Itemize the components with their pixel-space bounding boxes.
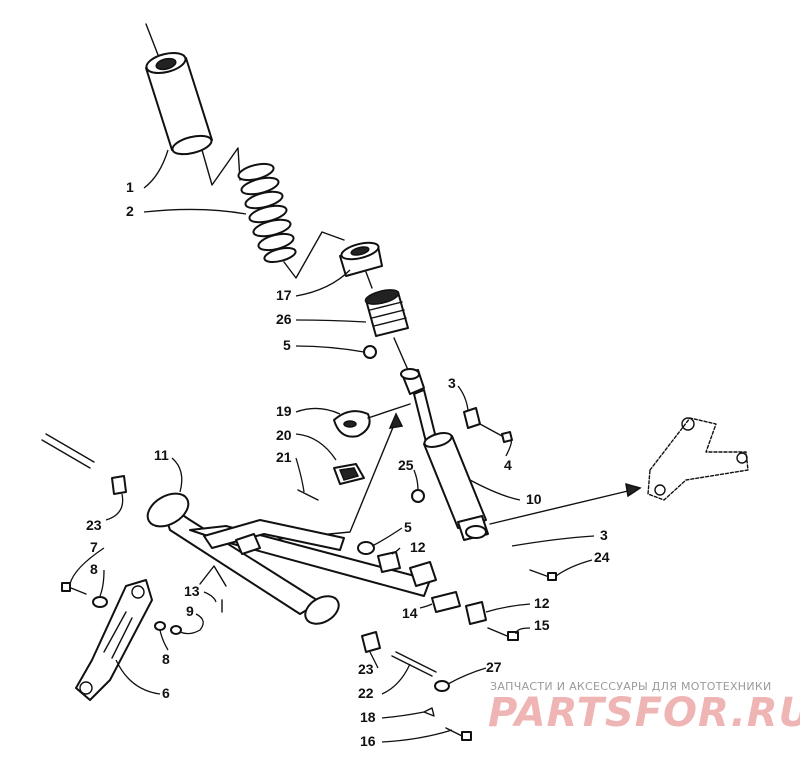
callout-16: 16 <box>360 733 376 749</box>
watermark: ЗАПЧАСТИ И АКСЕССУАРЫ ДЛЯ МОТОТЕХНИКИ PA… <box>488 680 800 736</box>
callout-17: 17 <box>276 287 292 303</box>
callout-8b: 8 <box>162 651 170 667</box>
callout-21: 21 <box>276 449 292 465</box>
washer-8-upper <box>92 596 108 608</box>
leader-lines <box>69 149 595 743</box>
washer-27 <box>434 680 450 692</box>
pin-22 <box>391 651 437 677</box>
washer-8-lower <box>154 621 166 631</box>
callout-26: 26 <box>276 311 292 327</box>
callout-19: 19 <box>276 403 292 419</box>
nut-9 <box>170 625 182 635</box>
callout-25: 25 <box>398 457 414 473</box>
bolt-7 <box>61 582 87 595</box>
bushing-23-upper <box>111 475 127 495</box>
shock-body <box>400 368 489 541</box>
bolt-15 <box>487 627 519 641</box>
callout-15: 15 <box>534 617 550 633</box>
callout-11: 11 <box>154 447 169 463</box>
callout-7: 7 <box>90 539 98 555</box>
callout-3b: 3 <box>600 527 608 543</box>
callout-13: 13 <box>184 583 200 599</box>
bump-stop-cup <box>333 403 411 438</box>
callout-22: 22 <box>358 685 374 701</box>
shock-nut-lower <box>411 489 425 503</box>
callout-3a: 3 <box>448 375 456 391</box>
cross-tube <box>41 433 95 469</box>
arm-bracket-6 <box>75 579 153 701</box>
bumper-pad <box>333 463 365 485</box>
clip-18 <box>423 707 435 717</box>
shaft-14 <box>431 591 461 613</box>
callout-5b: 5 <box>404 519 412 535</box>
callout-23a: 23 <box>86 517 102 533</box>
shock-bushing <box>463 407 513 443</box>
callout-24: 24 <box>594 549 610 565</box>
callout-8a: 8 <box>90 561 98 577</box>
rocker-linkage <box>647 417 749 501</box>
callout-6: 6 <box>162 685 170 701</box>
bump-stop <box>364 289 409 371</box>
watermark-logo: PARTSFOR.RU <box>488 690 800 736</box>
bushing-12-lower <box>465 601 487 625</box>
callout-5a: 5 <box>283 337 291 353</box>
bushing-23-lower <box>361 631 381 653</box>
screws-13 <box>199 565 227 613</box>
callout-18: 18 <box>360 709 376 725</box>
callout-23b: 23 <box>358 661 374 677</box>
shock-spring <box>201 147 345 279</box>
spring-adjuster-collar <box>339 241 383 289</box>
callout-1: 1 <box>126 179 134 195</box>
callout-12b: 12 <box>534 595 550 611</box>
shock-nut-upper <box>363 345 377 359</box>
shock-cover <box>145 23 213 156</box>
assembly-arrow-right <box>489 482 642 525</box>
callout-labels: 1 2 17 26 5 3 19 20 4 21 11 25 10 23 5 3… <box>86 179 610 749</box>
callout-10: 10 <box>526 491 542 507</box>
callout-9: 9 <box>186 603 194 619</box>
callout-27: 27 <box>486 659 502 675</box>
small-screw <box>297 489 319 501</box>
a-arm <box>146 492 437 625</box>
callout-20: 20 <box>276 427 292 443</box>
bolt-24 <box>529 569 557 581</box>
callout-14: 14 <box>402 605 418 621</box>
bolt-16 <box>445 727 472 741</box>
bushing-12-upper <box>357 541 401 573</box>
callout-12a: 12 <box>410 539 426 555</box>
callout-4: 4 <box>504 457 512 473</box>
watermark-tagline: ЗАПЧАСТИ И АКСЕССУАРЫ ДЛЯ МОТОТЕХНИКИ <box>490 680 772 693</box>
callout-2: 2 <box>126 203 134 219</box>
